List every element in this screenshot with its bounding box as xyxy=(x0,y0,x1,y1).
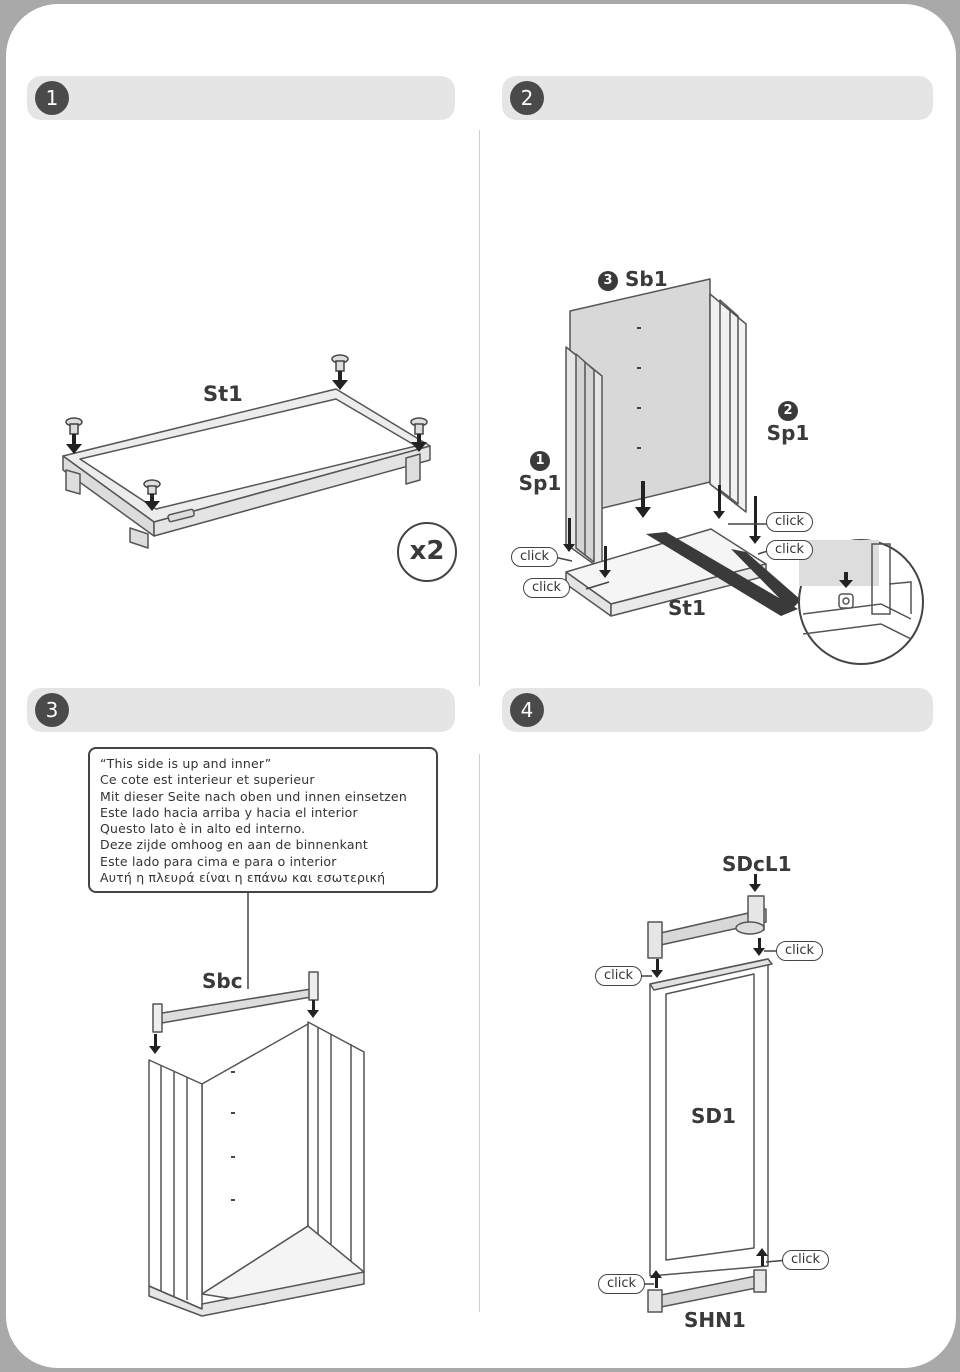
step-2-header: 2 xyxy=(502,76,933,120)
step-2-label-sp1-left: 1 Sp1 xyxy=(518,447,562,495)
step-2-label-sp1-left-number: 1 xyxy=(530,450,550,471)
step-3-part-label: Sbc xyxy=(202,969,243,993)
column-divider-top xyxy=(479,130,480,686)
notice-line-fr: Ce cote est interieur et superieur xyxy=(100,772,315,788)
instruction-sheet: 1 2 3 4 xyxy=(6,4,956,1368)
step-4-door-illustration xyxy=(634,874,789,1313)
step-2-click-right: click xyxy=(766,540,814,560)
step-4-header: 4 xyxy=(502,688,933,732)
step-2-label-sb1: 3 Sb1 xyxy=(598,267,668,291)
step-3-header: 3 xyxy=(27,688,455,732)
step-4-label-door: SD1 xyxy=(691,1104,736,1128)
step-1-header: 1 xyxy=(27,76,455,120)
step-1-quantity: x2 xyxy=(409,536,445,566)
column-divider-bottom xyxy=(479,754,480,1312)
step-2-label-sp1-right-text: Sp1 xyxy=(766,421,810,445)
step-4-label-bottom: SHN1 xyxy=(684,1308,746,1332)
step-1-base-illustration xyxy=(62,354,457,582)
step-2-click-top-right: click xyxy=(766,512,814,532)
step-4-label-top: SDcL1 xyxy=(722,852,792,876)
step-2-label-sp1-right-number: 2 xyxy=(778,400,798,421)
step-3-assembly-illustration xyxy=(148,893,365,1317)
step-1-number: 1 xyxy=(35,81,69,115)
step-4-number: 4 xyxy=(510,693,544,727)
step-2-label-sb1-text: Sb1 xyxy=(624,267,668,291)
step-1-part-label: St1 xyxy=(203,382,243,406)
notice-line-el: Αυτή η πλευρά είναι η επάνω και εσωτερικ… xyxy=(100,870,386,886)
step-2-click-bottom-left: click xyxy=(523,578,571,598)
step-2-label-sp1-right: 2 Sp1 xyxy=(766,397,810,445)
step-2-number: 2 xyxy=(510,81,544,115)
notice-line-nl: Deze zijde omhoog en aan de binnenkant xyxy=(100,837,368,853)
step-2-label-sb1-number: 3 xyxy=(598,270,618,291)
step-3-number: 3 xyxy=(35,693,69,727)
step-2-label-sp1-left-text: Sp1 xyxy=(518,471,562,495)
notice-line-it: Questo lato è in alto ed interno. xyxy=(100,821,306,837)
step-4-click-bottom-right: click xyxy=(782,1250,830,1270)
step-2-click-left: click xyxy=(511,547,559,567)
step-4-click-bottom-left: click xyxy=(598,1274,646,1294)
notice-line-de: Mit dieser Seite nach oben und innen ein… xyxy=(100,788,407,804)
step-2-label-st1: St1 xyxy=(668,596,706,620)
step-4-click-top-right: click xyxy=(776,941,824,961)
notice-line-pt: Este lado para cima e para o interior xyxy=(100,853,337,869)
notice-line-en: “This side is up and inner” xyxy=(100,756,272,771)
orientation-notice: “This side is up and inner” Ce cote est … xyxy=(88,747,438,893)
step-4-click-top-left: click xyxy=(595,966,643,986)
notice-line-es: Este lado hacia arriba y hacia el interi… xyxy=(100,804,358,820)
step-2-assembly-illustration xyxy=(553,278,924,665)
